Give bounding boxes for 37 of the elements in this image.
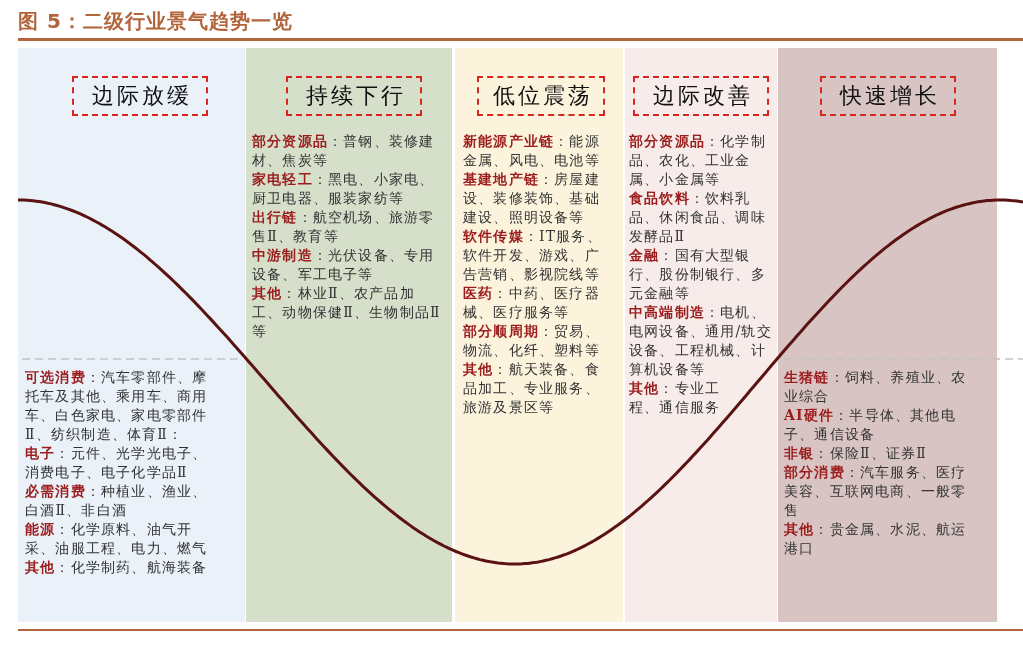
sector-list: 必需消费：种植业、渔业、白酒Ⅱ、非白酒 xyxy=(25,482,220,520)
phase-heading: 低位震荡 xyxy=(477,76,605,116)
sector-list: 其他：专业工程、通信服务 xyxy=(629,379,777,417)
sector-list: 可选消费：汽车零部件、摩托车及其他、乘用车、商用车、白色家电、家电零部件Ⅱ、纺织制造、体育Ⅱ： xyxy=(25,368,220,444)
sector-list: 部分消费：汽车服务、医疗美容、互联网电商、一般零售 xyxy=(784,463,979,520)
phase-heading: 快速增长 xyxy=(820,76,956,116)
sector-list: 部分顺周期：贸易、物流、化纤、塑料等 xyxy=(463,322,608,360)
figure-title: 图 5：二级行业景气趋势一览 xyxy=(18,8,293,34)
sector-list: 食品饮料：饮料乳品、休闲食品、调味发酵品Ⅱ xyxy=(629,189,777,246)
phase-column xyxy=(625,48,777,622)
sector-list: 部分资源品：普钢、装修建材、焦炭等 xyxy=(252,132,442,170)
sector-list: 家电轻工：黑电、小家电、厨卫电器、服装家纺等 xyxy=(252,170,442,208)
phase-column xyxy=(455,48,623,622)
sector-list: 金融：国有大型银行、股份制银行、多元金融等 xyxy=(629,246,777,303)
sector-list: 基建地产链：房屋建设、装修装饰、基础建设、照明设备等 xyxy=(463,170,608,227)
sector-list: 中高端制造：电机、电网设备、通用/轨交设备、工程机械、计算机设备等 xyxy=(629,303,777,379)
sector-list: 中游制造：光伏设备、专用设备、军工电子等 xyxy=(252,246,442,284)
sector-list: 新能源产业链：能源金属、风电、电池等 xyxy=(463,132,608,170)
phase-column xyxy=(246,48,452,622)
sector-list: 部分资源品：化学制品、农化、工业金属、小金属等 xyxy=(629,132,777,189)
sector-list: 非银：保险Ⅱ、证券Ⅱ xyxy=(784,444,979,463)
phase-column xyxy=(778,48,997,622)
sector-list: 生猪链：饲料、养殖业、农业综合 xyxy=(784,368,979,406)
sector-list: 其他：航天装备、食品加工、专业服务、旅游及景区等 xyxy=(463,360,608,417)
sector-list: 出行链：航空机场、旅游零售Ⅱ、教育等 xyxy=(252,208,442,246)
sector-list: 医药：中药、医疗器械、医疗服务等 xyxy=(463,284,608,322)
sector-list: 其他：林业Ⅱ、农产品加工、动物保健Ⅱ、生物制品Ⅱ等 xyxy=(252,284,442,341)
sector-list: 电子：元件、光学光电子、消费电子、电子化学品Ⅱ xyxy=(25,444,220,482)
sector-list: 其他：化学制药、航海装备 xyxy=(25,558,220,577)
sector-list: 能源：化学原料、油气开采、油服工程、电力、燃气 xyxy=(25,520,220,558)
phase-heading: 持续下行 xyxy=(286,76,422,116)
phase-heading: 边际放缓 xyxy=(72,76,208,116)
sector-list: 其他：贵金属、水泥、航运港口 xyxy=(784,520,979,558)
phase-heading: 边际改善 xyxy=(633,76,769,116)
phase-column xyxy=(18,48,245,622)
sector-list: AI硬件：半导体、其他电子、通信设备 xyxy=(784,406,979,444)
sector-list: 软件传媒：IT服务、软件开发、游戏、广告营销、影视院线等 xyxy=(463,227,608,284)
